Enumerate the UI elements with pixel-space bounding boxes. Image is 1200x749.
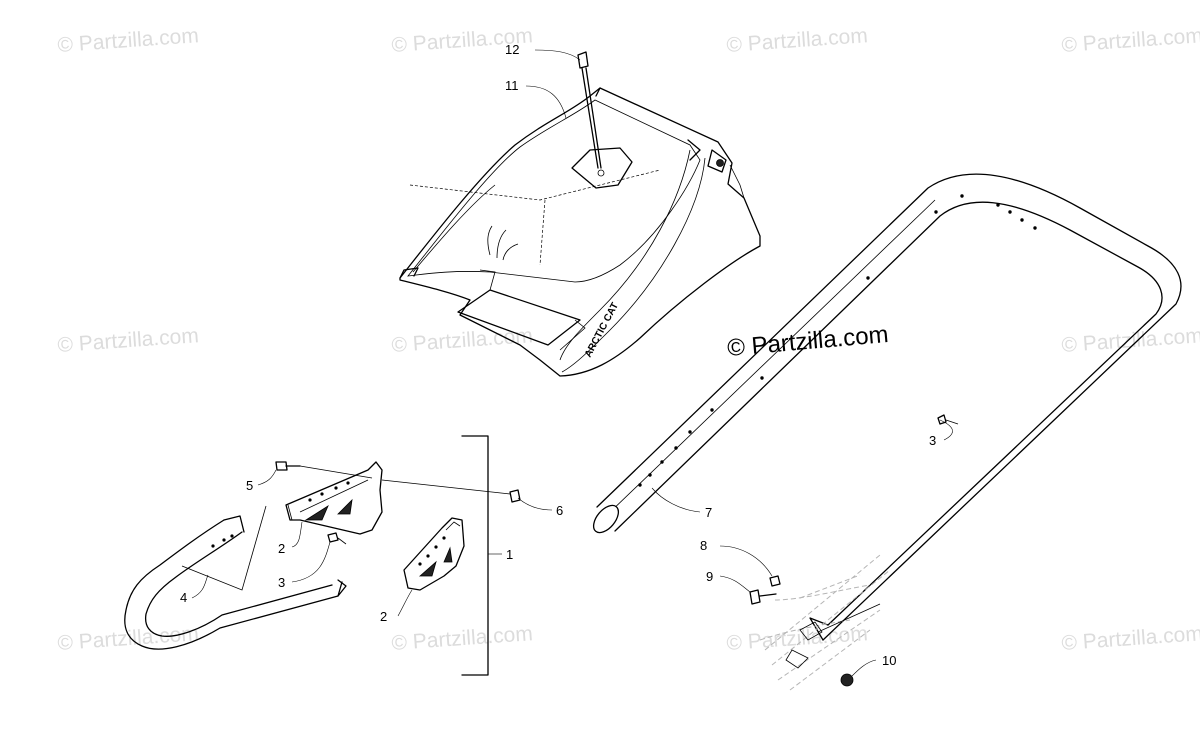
center-watermark: © Partzilla.com	[726, 321, 889, 362]
watermark-text: © Partzilla.com	[1061, 324, 1200, 357]
watermark-text: © Partzilla.com	[726, 622, 869, 655]
group-bracket-1	[461, 435, 489, 676]
callout-2-upper: 2	[278, 541, 285, 556]
callout-8: 9	[706, 569, 713, 584]
seat-tray-part-11: ARCTIC CAT	[399, 51, 761, 377]
watermark-text: © Partzilla.com	[1061, 24, 1200, 57]
brand-mark: ARCTIC CAT	[583, 301, 621, 359]
callout-4: 4	[180, 590, 187, 605]
callout-5: 5	[246, 478, 253, 493]
callout-6: 6	[556, 503, 563, 518]
bar-holes	[638, 194, 1037, 487]
callout-12: 12	[505, 42, 519, 57]
grab-bar-part-7	[592, 173, 1182, 641]
bracket-lower-part-2	[403, 517, 465, 591]
watermark-grid: © Partzilla.com © Partzilla.com © Partzi…	[57, 24, 1200, 655]
bracket-upper-part-2	[285, 461, 383, 535]
callout-3-bumper: 3	[278, 575, 285, 590]
watermark-text: © Partzilla.com	[1061, 622, 1200, 655]
callout-11: 11	[505, 78, 519, 93]
callout-labels: 12 11 1 2 2 3 3 4 5 6 7 9 10 8	[180, 42, 936, 668]
leader-lines	[191, 49, 953, 677]
watermark-text: © Partzilla.com	[391, 622, 534, 655]
watermark-text: © Partzilla.com	[726, 24, 869, 57]
callout-2-lower: 2	[380, 609, 387, 624]
mounting-area-ghost	[759, 554, 891, 691]
callout-10: 8	[700, 538, 707, 553]
callout-9: 10	[882, 653, 896, 668]
callout-7: 7	[705, 505, 712, 520]
watermark-text: © Partzilla.com	[57, 324, 200, 357]
callout-3-bar: 3	[929, 433, 936, 448]
bumper-part-4	[124, 515, 347, 650]
fasteners	[181, 414, 959, 687]
watermark-text: © Partzilla.com	[57, 24, 200, 57]
watermark-text: © Partzilla.com	[57, 622, 200, 655]
callout-1: 1	[506, 547, 513, 562]
